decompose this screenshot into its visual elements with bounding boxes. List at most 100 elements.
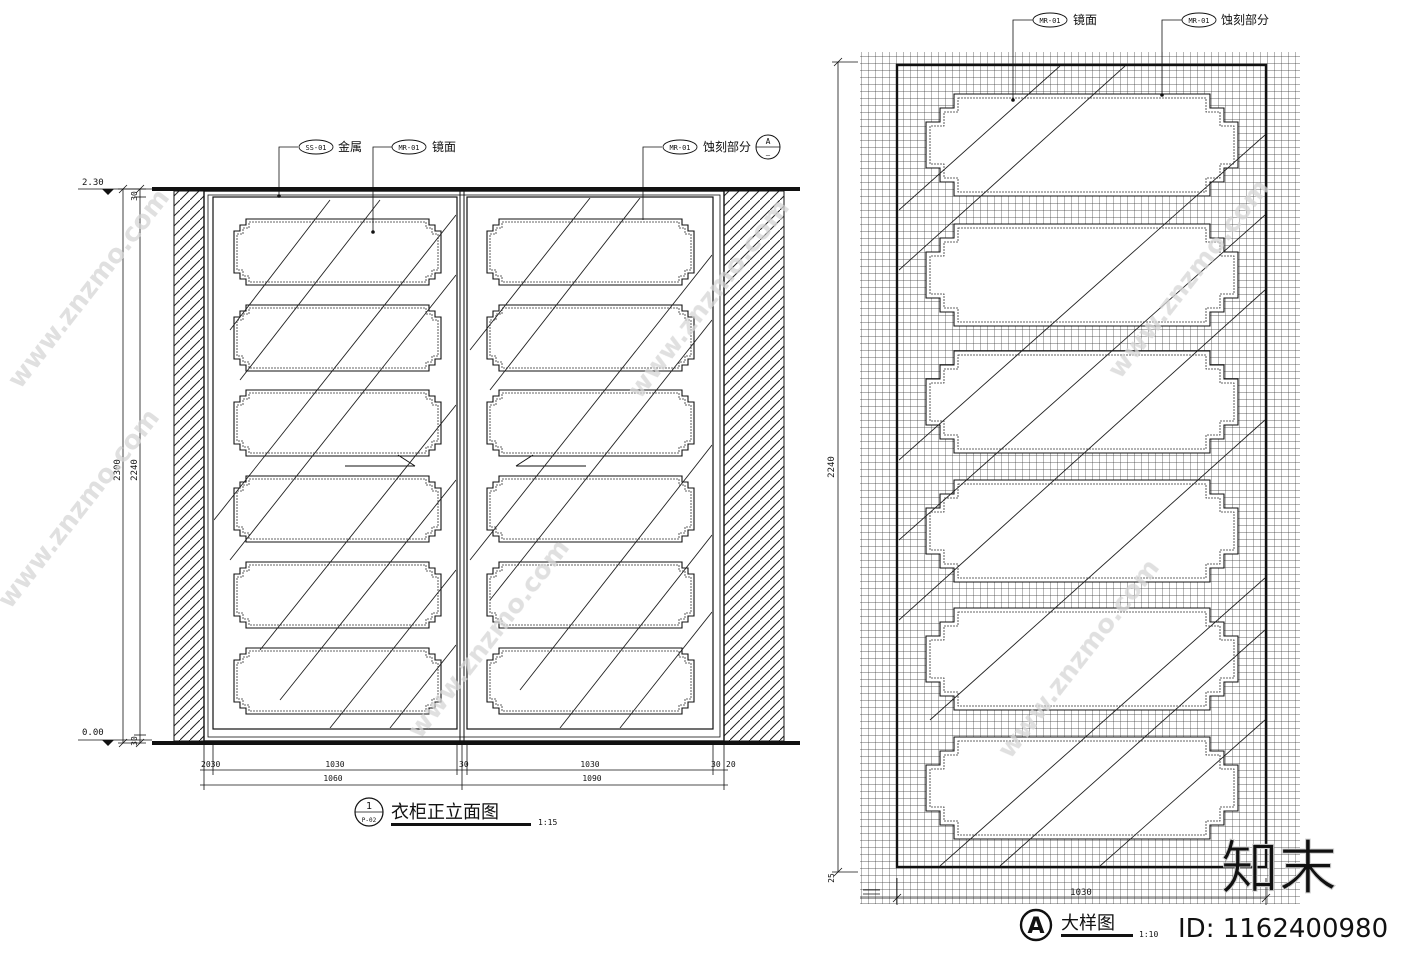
- etched-panel: [486, 304, 695, 372]
- dim-2240: 2240: [130, 459, 140, 481]
- etched-panel: [233, 389, 442, 457]
- dim-panel-left: 1030: [325, 760, 344, 769]
- detail-ref-sub: —: [766, 151, 771, 159]
- dim-panel-right: 1030: [580, 760, 599, 769]
- etched-panel-inner: [236, 392, 439, 454]
- etched-panel-inner: [489, 650, 692, 712]
- detail-mirror-lines: [899, 66, 1265, 866]
- etched-panel: [233, 218, 442, 286]
- watermark-site: www.znzmo.com: [0, 403, 166, 614]
- etched-panel: [486, 218, 695, 286]
- dim-right-a: 30: [711, 760, 721, 769]
- callout-code: SS-01: [305, 144, 326, 152]
- etched-panel-inner: [929, 611, 1235, 707]
- vertical-dimensions: [118, 184, 146, 748]
- dim-left-small: 2030: [201, 760, 220, 769]
- detail-dim-small: 25: [827, 873, 836, 883]
- title-marker-number: 1: [366, 801, 372, 812]
- left-mirror-lines: [214, 199, 456, 728]
- etched-panel-inner: [929, 483, 1235, 579]
- etched-panel: [233, 561, 442, 629]
- etched-panel-inner: [236, 564, 439, 626]
- etched-panel-inner: [489, 392, 692, 454]
- etched-panel-inner: [929, 227, 1235, 323]
- callout-text: 镜面: [1073, 12, 1097, 27]
- etched-panel: [925, 93, 1239, 197]
- detail-title: 大样图: [1061, 913, 1115, 934]
- callout-code: MR-01: [1188, 17, 1209, 25]
- etched-panel-inner: [489, 478, 692, 540]
- callout-text: 蚀刻部分: [703, 139, 751, 154]
- watermark-id: ID: 1162400980: [1178, 914, 1388, 944]
- callout-code: MR-01: [1039, 17, 1060, 25]
- etched-panel: [925, 223, 1239, 327]
- detail-title-letter: A: [1027, 914, 1044, 939]
- etched-panel-inner: [236, 478, 439, 540]
- ceiling-line: [152, 187, 800, 191]
- dim-total-right: 1090: [582, 774, 601, 783]
- etched-panel-inner: [236, 221, 439, 283]
- etched-panel-inner: [236, 650, 439, 712]
- etched-panel-inner: [489, 564, 692, 626]
- dim-mid-gap: 30: [459, 760, 469, 769]
- etched-panel: [486, 561, 695, 629]
- callout-mr01-mirror: MR-01 镜面: [371, 139, 456, 234]
- etched-panel: [233, 647, 442, 715]
- left-wall-hatch: [173, 190, 205, 742]
- etched-panel: [233, 304, 442, 372]
- watermark-site: www.znzmo.com: [2, 183, 176, 394]
- horizontal-dimensions: [200, 745, 728, 790]
- dim-total-left: 1060: [323, 774, 342, 783]
- right-mirror-lines: [469, 198, 712, 728]
- detail-scale: 1:10: [1139, 930, 1158, 939]
- etched-panel: [925, 479, 1239, 583]
- etched-panel: [486, 389, 695, 457]
- elevation-title: 衣柜正立面图: [391, 802, 499, 823]
- callout-text: 镜面: [432, 139, 456, 154]
- etched-panel-inner: [489, 221, 692, 283]
- etched-panel: [925, 350, 1239, 454]
- detail-ref-letter: A: [766, 137, 771, 146]
- title-marker-ref: P-02: [362, 817, 377, 824]
- callout-code: MR-01: [398, 144, 419, 152]
- detail-frame: [895, 63, 1268, 869]
- detail-callout-mirror: MR-01 镜面: [1011, 12, 1097, 102]
- detail-dimensions: [832, 57, 1271, 905]
- dim-bottom-gap: 30: [130, 736, 139, 746]
- callout-mr01-etch: MR-01 蚀刻部分 A —: [642, 134, 781, 220]
- elevation-drawing: 2.30 0.00 2300 2240 30 30: [78, 134, 800, 827]
- etched-panel: [486, 647, 695, 715]
- dim-2300: 2300: [113, 459, 123, 481]
- callout-ss01: SS-01 金属: [277, 139, 362, 198]
- watermark-logo: 知末: [1221, 834, 1337, 902]
- etched-panel: [233, 475, 442, 543]
- detail-dim-1030: 1030: [1070, 888, 1092, 898]
- elevation-title-block: 1 P-02 衣柜正立面图 1:15: [354, 797, 557, 827]
- left-door: [212, 196, 458, 730]
- right-door: [466, 196, 714, 730]
- detail-drawing: 2240 25 1030 MR-01 镜面 MR-01 蚀刻部分 A 大样图 1…: [827, 12, 1300, 942]
- etched-panel: [925, 736, 1239, 840]
- etched-panel-inner: [929, 97, 1235, 193]
- level-marker-top: 2.30: [78, 178, 152, 195]
- callout-text: 金属: [338, 139, 362, 154]
- callout-text: 蚀刻部分: [1221, 12, 1269, 27]
- dim-top-gap: 30: [130, 191, 139, 201]
- detail-etched-panels: [925, 93, 1239, 840]
- right-wall-hatch: [723, 190, 785, 742]
- detail-dim-2240: 2240: [827, 456, 837, 478]
- etched-panel: [486, 475, 695, 543]
- level-bottom-label: 0.00: [82, 728, 104, 738]
- floor-line: [152, 741, 800, 745]
- etched-panel-inner: [236, 307, 439, 369]
- etched-panel: [925, 607, 1239, 711]
- detail-title-block: A 大样图 1:10: [1019, 908, 1158, 942]
- level-top-label: 2.30: [82, 178, 104, 188]
- dim-right-b: 20: [726, 760, 736, 769]
- callout-code: MR-01: [669, 144, 690, 152]
- detail-callout-etch: MR-01 蚀刻部分: [1160, 12, 1269, 97]
- elevation-scale: 1:15: [538, 818, 557, 827]
- detail-title-circle: [1019, 908, 1053, 942]
- etched-panel-inner: [929, 354, 1235, 450]
